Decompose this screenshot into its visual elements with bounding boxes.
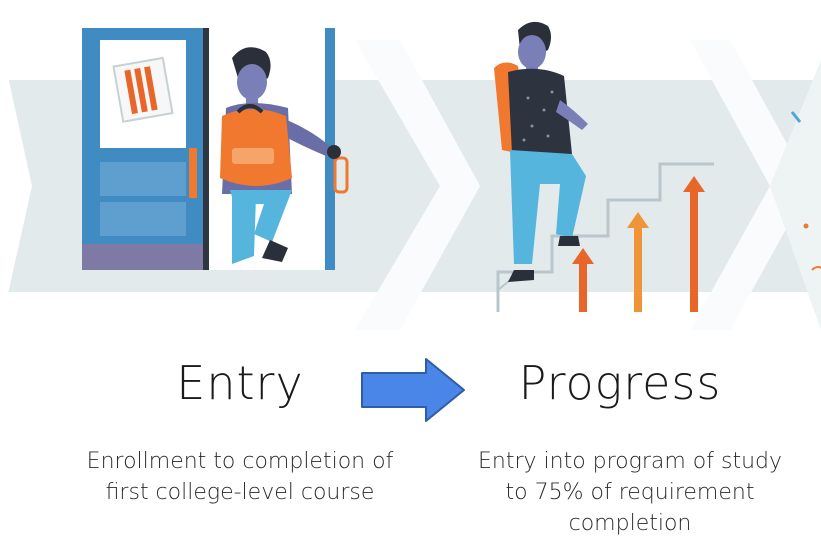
- growth-arrow-icon: [627, 212, 649, 312]
- growth-arrow-icon: [683, 176, 705, 312]
- right-arrow-icon: [361, 358, 465, 422]
- description-line: to 75% of requirement: [505, 480, 755, 506]
- entry-stage-description: Enrollment to completion of first colleg…: [40, 446, 440, 508]
- confetti-decoration: [790, 111, 821, 271]
- description-line: completion: [568, 511, 692, 537]
- description-line: Enrollment to completion of: [86, 449, 394, 474]
- description-line: first college-level course: [105, 480, 375, 506]
- illustration-banner: [0, 21, 821, 330]
- progress-stage-description: Entry into program of study to 75% of re…: [440, 446, 820, 540]
- progress-stage-title: Progress: [518, 356, 722, 410]
- growth-arrow-icon: [572, 248, 594, 312]
- entry-stage-title: Entry: [176, 356, 304, 410]
- description-line: Entry into program of study: [477, 449, 782, 474]
- student-entering-door-illustration: [82, 28, 349, 270]
- student-climbing-stairs-illustration: [494, 21, 714, 312]
